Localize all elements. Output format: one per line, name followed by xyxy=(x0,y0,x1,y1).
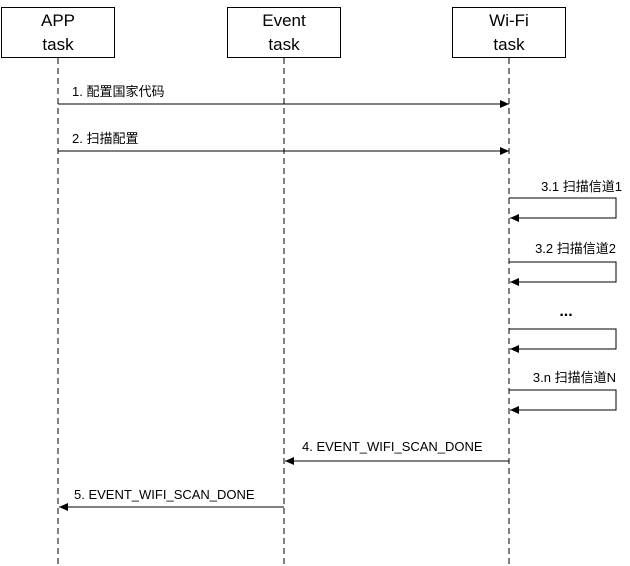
message-3-n: 3.n 扫描信道N xyxy=(509,370,617,414)
message-2-label: 2. 扫描配置 xyxy=(72,131,138,146)
message-2: 2. 扫描配置 xyxy=(58,131,509,155)
message-5-label: 5. EVENT_WIFI_SCAN_DONE xyxy=(74,487,255,502)
participant-wifi-line1: Wi-Fi xyxy=(489,11,529,30)
message-3-1-label: 3.1 扫描信道1 xyxy=(541,179,622,194)
message-3-1: 3.1 扫描信道1 xyxy=(509,179,622,222)
message-3-ellipsis-arrow xyxy=(509,328,617,353)
message-3-ellipsis-label: ... xyxy=(559,303,572,320)
participant-wifi-line2: task xyxy=(493,35,525,54)
message-3-ellipsis: ... xyxy=(509,303,617,353)
message-1-label: 1. 配置国家代码 xyxy=(72,84,164,99)
message-3-n-label: 3.n 扫描信道N xyxy=(533,370,616,385)
message-3-2-label: 3.2 扫描信道2 xyxy=(535,241,616,256)
message-3-1-arrow xyxy=(509,197,617,222)
participant-wifi: Wi-Fi task xyxy=(452,7,566,58)
message-3-2-arrow xyxy=(509,261,617,286)
message-4: 4. EVENT_WIFI_SCAN_DONE xyxy=(285,439,509,465)
participant-app-line2: task xyxy=(42,35,74,54)
message-3-n-arrow xyxy=(509,389,617,414)
message-5: 5. EVENT_WIFI_SCAN_DONE xyxy=(59,487,284,511)
participant-app: APP task xyxy=(1,7,115,58)
participant-event: Event task xyxy=(227,7,341,58)
message-1: 1. 配置国家代码 xyxy=(58,84,509,108)
participant-app-line1: APP xyxy=(41,11,75,30)
participant-event-line1: Event xyxy=(262,11,306,30)
message-3-2: 3.2 扫描信道2 xyxy=(509,241,617,286)
message-4-label: 4. EVENT_WIFI_SCAN_DONE xyxy=(302,439,483,454)
participant-event-line2: task xyxy=(268,35,300,54)
